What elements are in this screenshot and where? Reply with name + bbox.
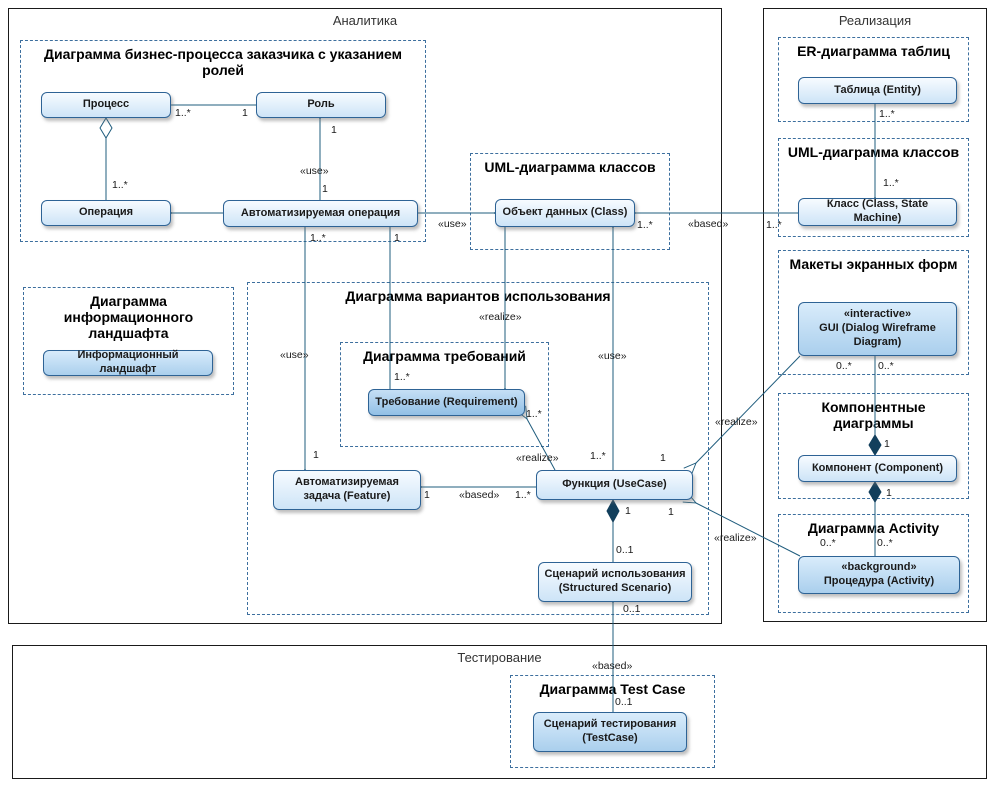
edge-label: 1 — [424, 489, 430, 501]
region-testing-title: Тестирование — [457, 650, 542, 665]
edge-label: 0..* — [877, 537, 893, 549]
node-auto-task[interactable]: Автоматизируемая задача (Feature) — [273, 470, 421, 510]
group-info-landscape-title: Диаграмма информационного ландшафта — [63, 293, 194, 342]
edge-label: 1..* — [515, 489, 531, 501]
group-business-process-title: Диаграмма бизнес-процесса заказчика с ук… — [43, 46, 403, 79]
group-activity-title: Диаграмма Activity — [807, 520, 940, 536]
group-component-diagrams-title: Компонентные диаграммы — [821, 399, 926, 432]
region-analytics-title: Аналитика — [332, 13, 398, 28]
node-auto-operation[interactable]: Автоматизируемая операция — [223, 200, 418, 227]
edge-label: 1..* — [526, 408, 542, 420]
edge-label: 0..1 — [623, 603, 641, 615]
node-use-case-func[interactable]: Функция (UseCase) — [536, 470, 693, 500]
node-role[interactable]: Роль — [256, 92, 386, 118]
edge-label: 1..* — [175, 107, 191, 119]
group-screen-mockups-title: Макеты экранных форм — [789, 256, 958, 272]
edge-label: «use» — [280, 349, 309, 361]
edge-label: «use» — [300, 165, 329, 177]
edge-label: 1 — [331, 124, 337, 136]
edge-label: «based» — [592, 660, 633, 672]
node-data-object[interactable]: Объект данных (Class) — [495, 199, 635, 227]
region-testing: Тестирование — [12, 645, 987, 779]
edge-label: 1 — [322, 183, 328, 195]
edge-label: 1 — [884, 438, 890, 450]
group-er-tables: ER-диаграмма таблиц — [778, 37, 969, 122]
node-operation[interactable]: Операция — [41, 200, 171, 226]
group-info-landscape: Диаграмма информационного ландшафта — [23, 287, 234, 395]
group-screen-mockups: Макеты экранных форм — [778, 250, 969, 375]
edge-label: «realize» — [479, 311, 522, 323]
edge-label: «realize» — [516, 452, 559, 464]
node-procedure[interactable]: «background» Процедура (Activity) — [798, 556, 960, 594]
region-realization-title: Реализация — [838, 13, 912, 28]
group-uml-classes-right-title: UML-диаграмма классов — [787, 144, 960, 160]
region-realization: Реализация — [763, 8, 987, 622]
group-er-tables-title: ER-диаграмма таблиц — [797, 43, 950, 59]
edge-label: 1 — [668, 506, 674, 518]
group-activity: Диаграмма Activity — [778, 514, 969, 613]
node-info-landscape[interactable]: Информационный ландшафт — [43, 349, 213, 376]
edge-label: 1..* — [883, 177, 899, 189]
edge-label: 1 — [660, 452, 666, 464]
edge-label: 1..* — [637, 219, 653, 231]
edge-label: «use» — [438, 218, 467, 230]
edge-label: 1..* — [879, 108, 895, 120]
edge-label: 1..* — [310, 232, 326, 244]
edge-label: 1..* — [394, 371, 410, 383]
node-requirement[interactable]: Требование (Requirement) — [368, 389, 525, 416]
group-component-diagrams: Компонентные диаграммы — [778, 393, 969, 499]
node-test-scenario[interactable]: Сценарий тестирования (TestCase) — [533, 712, 687, 752]
edge-label: «realize» — [714, 532, 757, 544]
edge-label: 1..* — [112, 179, 128, 191]
group-requirements: Диаграмма требований — [340, 342, 549, 447]
group-business-process: Диаграмма бизнес-процесса заказчика с ук… — [20, 40, 426, 242]
edge-label: 0..1 — [615, 696, 633, 708]
edge-label: 1 — [242, 107, 248, 119]
group-use-case-title: Диаграмма вариантов использования — [345, 288, 611, 304]
edge-label: 0..* — [836, 360, 852, 372]
node-class[interactable]: Класс (Class, State Machine) — [798, 198, 957, 226]
edge-label: 0..* — [820, 537, 836, 549]
group-uml-classes-right: UML-диаграмма классов — [778, 138, 969, 237]
group-use-case: Диаграмма вариантов использования — [247, 282, 709, 615]
edge-label: 1..* — [766, 219, 782, 231]
edge-label: «based» — [688, 218, 729, 230]
node-scenario[interactable]: Сценарий использования (Structured Scena… — [538, 562, 692, 602]
group-test-case-title: Диаграмма Test Case — [539, 681, 686, 697]
edge-label: «realize» — [715, 416, 758, 428]
group-uml-classes-mid-title: UML-диаграмма классов — [484, 159, 656, 175]
edge-label: 0..1 — [616, 544, 634, 556]
edge-label: 1 — [313, 449, 319, 461]
edge-label: «based» — [459, 489, 500, 501]
node-table-entity[interactable]: Таблица (Entity) — [798, 77, 957, 104]
edge-label: «use» — [598, 350, 627, 362]
edge-label: 1 — [625, 505, 631, 517]
node-gui[interactable]: «interactive» GUI (Dialog Wireframe Diag… — [798, 302, 957, 356]
edge-label: 1..* — [590, 450, 606, 462]
region-analytics: Аналитика — [8, 8, 722, 624]
node-component[interactable]: Компонент (Component) — [798, 455, 957, 482]
edge-label: 1 — [886, 487, 892, 499]
node-process[interactable]: Процесс — [41, 92, 171, 118]
edge-label: 0..* — [878, 360, 894, 372]
edge-label: 1 — [394, 232, 400, 244]
group-requirements-title: Диаграмма требований — [363, 348, 526, 364]
group-uml-classes-mid: UML-диаграмма классов — [470, 153, 670, 250]
